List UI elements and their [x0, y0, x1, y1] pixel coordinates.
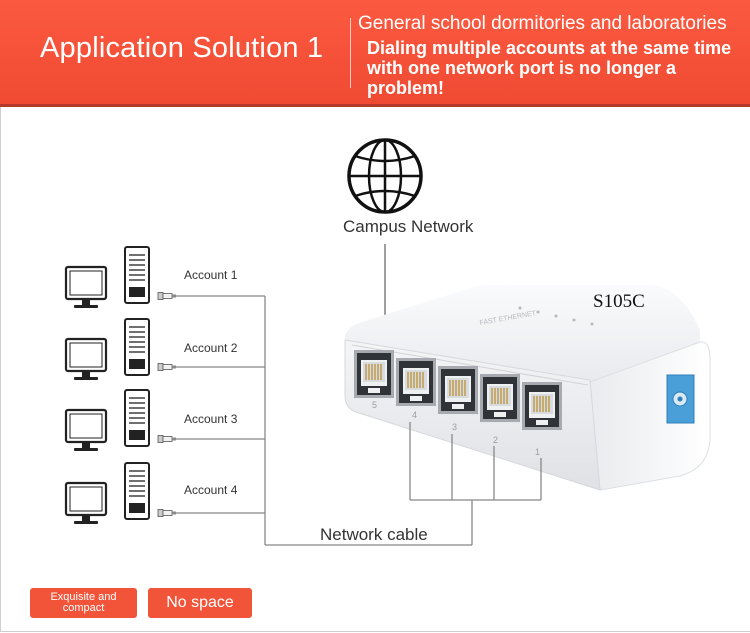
header-subtitle: General school dormitories and laborator… — [358, 13, 727, 34]
ethernet-plug-icon — [157, 292, 177, 300]
page-title: Application Solution 1 — [40, 32, 324, 64]
account-label-1: Account 1 — [184, 268, 238, 282]
feature-badge-compact: Exquisite and compact — [30, 588, 137, 618]
account-label-4: Account 4 — [184, 483, 238, 497]
port-number-2: 2 — [493, 435, 498, 445]
ethernet-port-5 — [353, 349, 395, 399]
account-cables — [176, 295, 472, 546]
ethernet-port-4 — [395, 357, 437, 407]
port-number-1: 1 — [535, 447, 540, 457]
pc-tower-icon — [124, 246, 150, 304]
ethernet-port-2 — [479, 373, 521, 423]
ethernet-plug-icon — [157, 509, 177, 517]
port-number-3: 3 — [452, 422, 457, 432]
monitor-icon — [64, 481, 108, 526]
ethernet-port-3 — [437, 365, 479, 415]
account-label-3: Account 3 — [184, 412, 238, 426]
pc-tower-icon — [124, 318, 150, 376]
network-cable-label: Network cable — [320, 525, 428, 544]
ethernet-port-1 — [521, 381, 563, 431]
port-cables — [409, 422, 542, 545]
account-label-2: Account 2 — [184, 341, 238, 355]
monitor-icon — [64, 265, 108, 310]
pc-tower-icon — [124, 462, 150, 520]
monitor-icon — [64, 337, 108, 382]
monitor-icon — [64, 408, 108, 453]
header-banner: Application Solution 1 General school do… — [0, 0, 750, 107]
campus-network-label: Campus Network — [343, 217, 474, 236]
feature-badge-no-space: No space — [148, 588, 252, 618]
ethernet-plug-icon — [157, 435, 177, 443]
switch-model-label: S105C — [593, 291, 645, 312]
ethernet-plug-icon — [157, 363, 177, 371]
content-frame — [0, 107, 750, 632]
port-number-5: 5 — [372, 400, 377, 410]
globe-icon — [347, 138, 423, 214]
pc-tower-icon — [124, 389, 150, 447]
header-divider — [350, 18, 351, 88]
header-description: Dialing multiple accounts at the same ti… — [367, 38, 732, 98]
port-number-4: 4 — [412, 410, 417, 420]
